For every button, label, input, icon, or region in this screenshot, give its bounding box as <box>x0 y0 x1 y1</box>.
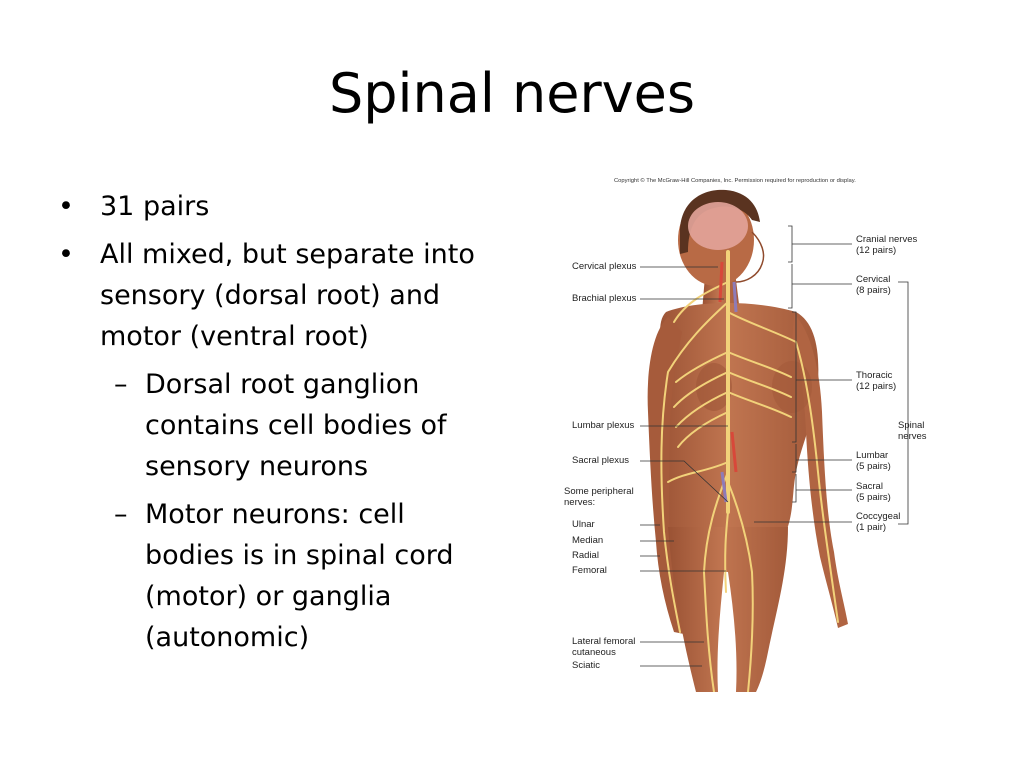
label-femoral: Femoral <box>572 565 607 576</box>
label-cervical-plexus: Cervical plexus <box>572 261 637 272</box>
label-spinal-nerves: Spinal nerves <box>898 420 927 442</box>
slide-title: Spinal nerves <box>328 62 695 125</box>
label-sacral-plexus: Sacral plexus <box>572 455 630 466</box>
sub-bullet-item: – Dorsal root ganglion contains cell bod… <box>58 364 498 487</box>
body-silhouette <box>647 189 848 692</box>
bullet-item: • All mixed, but separate into sensory (… <box>58 234 498 357</box>
label-sacral: Sacral (5 pairs) <box>856 481 891 503</box>
bullet-text: 31 pairs <box>100 191 210 222</box>
cord-vessels <box>718 261 738 503</box>
sub-bullet-text: Dorsal root ganglion contains cell bodie… <box>145 369 447 482</box>
label-lumbar-plexus: Lumbar plexus <box>572 420 635 431</box>
label-cervical: Cervical (8 pairs) <box>856 274 891 296</box>
label-brachial-plexus: Brachial plexus <box>572 293 637 304</box>
nerve-network <box>660 250 839 692</box>
label-lateral-femoral-cutaneous: Lateral femoral cutaneous <box>572 636 636 658</box>
label-ulnar: Ulnar <box>572 519 595 530</box>
label-median: Median <box>572 535 604 546</box>
label-coccygeal: Coccygeal (1 pair) <box>856 511 901 533</box>
sub-bullet-text: Motor neurons: cell bodies is in spinal … <box>145 499 454 653</box>
bullet-list: • 31 pairs • All mixed, but separate int… <box>58 186 498 665</box>
label-lumbar: Lumbar (5 pairs) <box>856 450 891 472</box>
label-brackets <box>640 225 909 667</box>
copyright-notice: Copyright © The McGraw-Hill Companies, I… <box>614 178 856 184</box>
spinal-nerves-figure: Copyright © The McGraw-Hill Companies, I… <box>556 172 940 692</box>
label-cranial-nerves: Cranial nerves (12 pairs) <box>856 234 918 256</box>
bullet-text: All mixed, but separate into sensory (do… <box>100 239 475 352</box>
bullet-mark: • <box>58 239 74 270</box>
bullet-item: • 31 pairs <box>58 186 498 227</box>
label-peripheral-nerves: Some peripheral nerves: <box>564 486 634 508</box>
bullet-mark: • <box>58 191 74 222</box>
label-sciatic: Sciatic <box>572 660 600 671</box>
label-radial: Radial <box>572 550 599 561</box>
anatomy-illustration <box>640 189 909 692</box>
sub-bullet-mark: – <box>114 369 128 400</box>
sub-bullet-item: – Motor neurons: cell bodies is in spina… <box>58 494 498 658</box>
label-thoracic: Thoracic (12 pairs) <box>856 370 897 392</box>
sub-bullet-mark: – <box>114 499 128 530</box>
